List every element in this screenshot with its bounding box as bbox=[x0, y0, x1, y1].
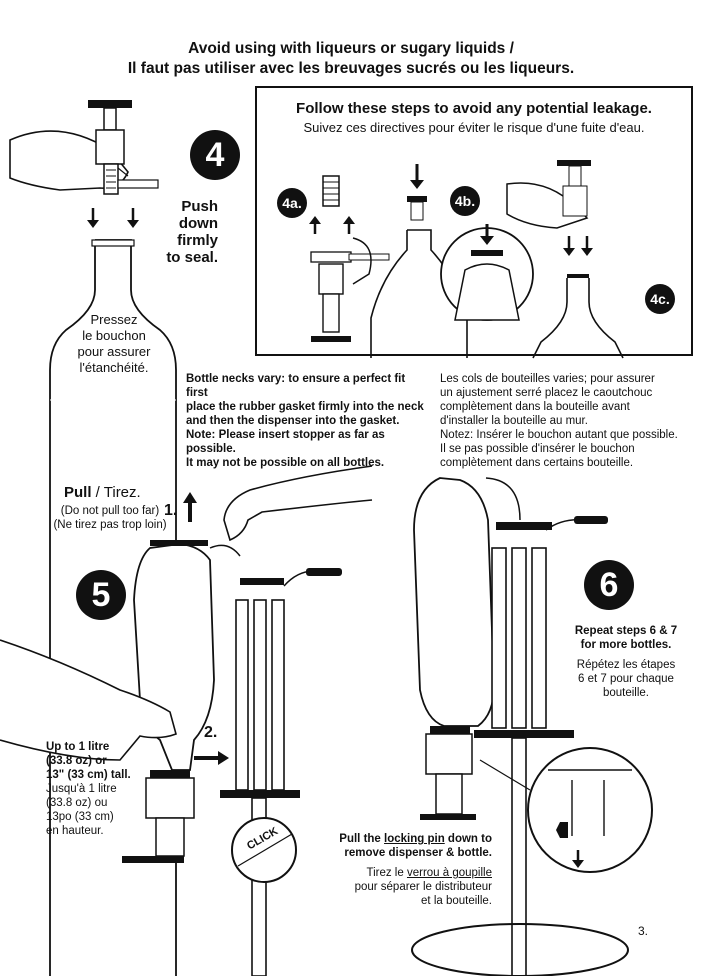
repeat-fr-line-3: bouteille. bbox=[560, 686, 692, 700]
pin-fr-prefix: Tirez le bbox=[366, 867, 406, 879]
page-number: 3. bbox=[638, 924, 648, 938]
size-en-line-3: 13" (33 cm) tall. bbox=[46, 768, 156, 782]
pin-en-line2: remove dispenser & bottle. bbox=[330, 846, 492, 860]
pin-fr-line2: pour séparer le distributeur bbox=[330, 880, 492, 894]
size-fr-line-4: en hauteur. bbox=[46, 824, 156, 838]
pin-fr-link: verrou à goupille bbox=[407, 867, 492, 879]
repeat-en-line-1: Repeat steps 6 & 7 bbox=[560, 624, 692, 638]
pin-en-prefix: Pull the bbox=[339, 833, 384, 845]
size-en-line-2: (33.8 oz) or bbox=[46, 754, 156, 768]
pin-en-link: locking pin bbox=[384, 833, 445, 845]
pin-en-suffix: down to bbox=[445, 833, 492, 845]
pin-fr-line3: et la bouteille. bbox=[330, 894, 492, 908]
repeat-en-line-2: for more bottles. bbox=[560, 638, 692, 652]
size-fr-line-3: 13po (33 cm) bbox=[46, 810, 156, 824]
step-6-badge: 6 bbox=[584, 560, 634, 610]
size-en-line-1: Up to 1 litre bbox=[46, 740, 156, 754]
size-fr-line-2: (33.8 oz) ou bbox=[46, 796, 156, 810]
repeat-fr-line-2: 6 et 7 pour chaque bbox=[560, 672, 692, 686]
repeat-fr-line-1: Répétez les étapes bbox=[560, 658, 692, 672]
size-fr-line-1: Jusqu'à 1 litre bbox=[46, 782, 156, 796]
